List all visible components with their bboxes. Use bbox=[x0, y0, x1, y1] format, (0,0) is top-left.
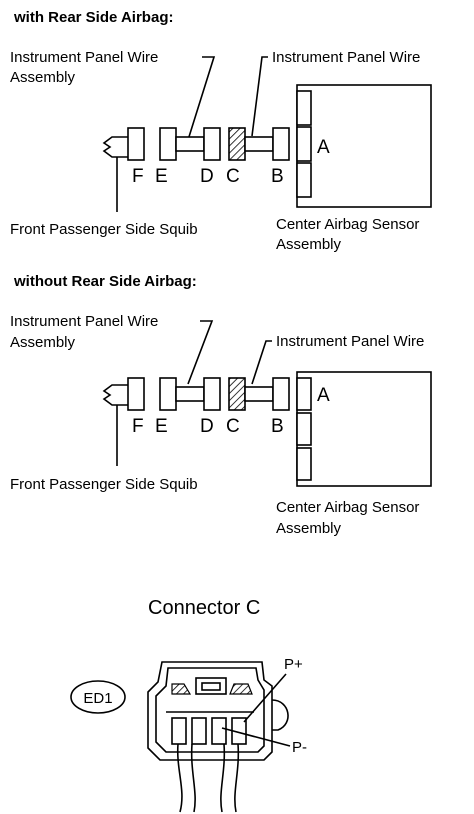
diagram1-letter-a: A bbox=[317, 137, 330, 158]
diagram2-letter-a: A bbox=[317, 385, 330, 406]
diagram2-sensor-slot-a bbox=[296, 377, 312, 411]
diagram1-letter-d: D bbox=[200, 166, 214, 187]
diagram1-sensor-slot-bottom bbox=[296, 162, 312, 198]
pin-p-plus-label: P+ bbox=[284, 656, 303, 673]
diagram2-connector-b bbox=[272, 377, 290, 411]
diagram2-sensor-slot-middle bbox=[296, 412, 312, 446]
terminal-cavity-p-plus bbox=[211, 717, 227, 745]
diagram2-ip-wire-assembly-leader bbox=[187, 320, 214, 385]
terminal-cavity-1 bbox=[171, 717, 187, 745]
diagram2-letter-e: E bbox=[155, 416, 168, 437]
connector-title: Connector C bbox=[148, 597, 260, 619]
diagram1-ip-wire-label: Instrument Panel Wire bbox=[272, 49, 420, 66]
diagram1-sensor-slot-top bbox=[296, 90, 312, 126]
diagram1-connector-f bbox=[127, 127, 145, 161]
diagram1-connector-e bbox=[159, 127, 177, 161]
diagram1-letter-c: C bbox=[226, 166, 240, 187]
diagram1-connector-b bbox=[272, 127, 290, 161]
diagram2-letter-d: D bbox=[200, 416, 214, 437]
diagram2-ip-wire-assembly-label-line2: Assembly bbox=[10, 334, 76, 351]
connector-left-hatch bbox=[171, 683, 192, 695]
wire-2 bbox=[220, 743, 226, 813]
diagram2-connector-f bbox=[127, 377, 145, 411]
diagram1-wire-e-d bbox=[175, 136, 205, 152]
connector-latch-inner bbox=[201, 682, 221, 691]
diagram2-squib-label: Front Passenger Side Squib bbox=[10, 476, 198, 493]
diagram1-heading: with Rear Side Airbag: bbox=[13, 9, 173, 26]
wire-1 bbox=[176, 743, 183, 813]
diagram1-squib-plug bbox=[102, 136, 128, 158]
diagram1-letter-e: E bbox=[155, 166, 168, 187]
diagram-with-rear-side-airbag: with Rear Side Airbag: Instrument Panel … bbox=[10, 9, 432, 253]
diagram2-letter-b: B bbox=[271, 416, 284, 437]
diagram2-ip-wire-assembly-label-line1: Instrument Panel Wire bbox=[10, 313, 158, 330]
wire-1b bbox=[190, 743, 196, 813]
diagram2-sensor-label-line2: Assembly bbox=[276, 520, 342, 537]
diagram1-sensor-slot-a bbox=[296, 126, 312, 162]
connector-side-clip bbox=[271, 699, 289, 731]
pin-p-minus-label: P- bbox=[292, 739, 307, 756]
ed1-badge-label: ED1 bbox=[83, 690, 112, 707]
terminal-cavity-2 bbox=[191, 717, 207, 745]
diagram2-connector-e bbox=[159, 377, 177, 411]
connector-c-illustration: Connector C ED1 P+ P- bbox=[70, 597, 307, 813]
pin-p-minus-leader bbox=[221, 727, 291, 747]
diagram1-letter-f: F bbox=[132, 166, 144, 187]
diagram1-connector-d bbox=[203, 127, 221, 161]
diagram2-ip-wire-leader bbox=[251, 340, 272, 385]
diagram-without-rear-side-airbag: without Rear Side Airbag: Instrument Pan… bbox=[10, 273, 432, 537]
diagram2-sensor-slot-bottom bbox=[296, 447, 312, 481]
diagram2-sensor-label-line1: Center Airbag Sensor bbox=[276, 499, 419, 516]
diagram2-heading: without Rear Side Airbag: bbox=[13, 273, 197, 290]
diagram2-connector-d bbox=[203, 377, 221, 411]
diagram1-ip-wire-leader bbox=[251, 56, 268, 137]
diagram2-ip-wire-label: Instrument Panel Wire bbox=[276, 333, 424, 350]
diagram2-connector-c bbox=[228, 377, 246, 411]
diagram2-letter-f: F bbox=[132, 416, 144, 437]
ed1-badge-outline bbox=[70, 680, 126, 714]
diagram2-squib-plug bbox=[102, 384, 128, 406]
diagram2-wire-e-d bbox=[175, 386, 205, 402]
diagram1-sensor-label-line2: Assembly bbox=[276, 236, 342, 253]
connector-right-hatch bbox=[229, 683, 253, 695]
diagram1-wire-c-b bbox=[244, 136, 274, 152]
diagram1-letter-b: B bbox=[271, 166, 284, 187]
diagram1-sensor-label-line1: Center Airbag Sensor bbox=[276, 216, 419, 233]
diagram2-letter-c: C bbox=[226, 416, 240, 437]
connector-housing bbox=[147, 661, 273, 761]
diagram1-ip-wire-assembly-leader bbox=[187, 56, 216, 141]
diagram2-wire-c-b bbox=[244, 386, 274, 402]
pin-p-plus-leader bbox=[243, 673, 287, 723]
diagram1-ip-wire-assembly-label-line1: Instrument Panel Wire bbox=[10, 49, 158, 66]
wire-2b bbox=[234, 743, 240, 813]
diagram2-center-airbag-sensor-body bbox=[296, 371, 432, 487]
connector-inner-outline bbox=[155, 667, 265, 753]
diagram1-connector-c bbox=[228, 127, 246, 161]
diagram1-squib-label: Front Passenger Side Squib bbox=[10, 221, 198, 238]
diagram1-ip-wire-assembly-label-line2: Assembly bbox=[10, 69, 76, 86]
